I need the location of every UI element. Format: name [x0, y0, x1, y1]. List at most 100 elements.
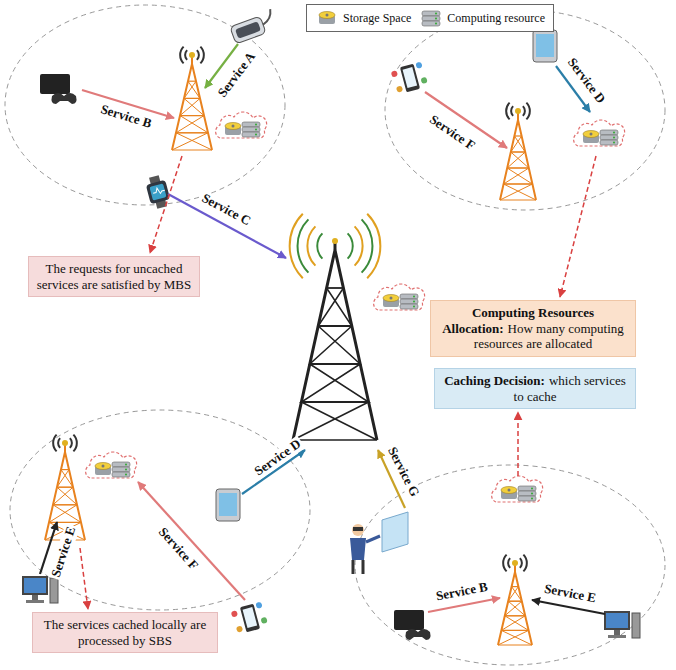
disk-top — [501, 487, 517, 494]
tower-part — [504, 183, 533, 184]
signal-arc — [197, 50, 199, 60]
tower-part — [53, 504, 77, 505]
computing-icon — [242, 122, 260, 137]
small-base-station — [498, 560, 532, 645]
console-part — [52, 93, 77, 104]
cloud-outline — [492, 476, 543, 502]
tower-part — [327, 287, 344, 289]
phone-part — [255, 602, 262, 609]
tower-part — [180, 98, 204, 115]
tower-part — [512, 560, 518, 566]
server-slab — [242, 122, 260, 127]
signal-arc — [73, 435, 76, 452]
tower-part — [318, 288, 352, 326]
leader-arrow — [80, 548, 88, 609]
vr-headset-icon — [229, 9, 278, 44]
watch-part — [149, 175, 167, 208]
callout-box: The services cached locally are processe… — [32, 612, 218, 653]
server-led — [435, 13, 437, 15]
phone-part — [396, 85, 403, 92]
signal-arc — [180, 47, 183, 64]
server-led — [435, 18, 437, 20]
console-part — [40, 74, 70, 94]
tower-part — [184, 98, 200, 99]
server-slab — [600, 130, 618, 135]
service-label: Service C — [197, 190, 254, 230]
tower-part — [184, 81, 200, 98]
server-slab — [600, 140, 618, 145]
server-slab — [422, 11, 440, 16]
tower-part — [310, 363, 360, 365]
tower-part — [172, 64, 212, 150]
tower-part — [508, 601, 522, 602]
cell-boundary — [5, 5, 285, 205]
signal-arc — [348, 233, 353, 258]
server-led — [255, 124, 257, 126]
callout-text: Caching Decision: — [444, 373, 545, 388]
service-label: Service F — [425, 111, 479, 154]
server-led — [613, 132, 615, 134]
tower-part — [57, 470, 73, 488]
callout-box: The requests for uncached services are s… — [28, 256, 200, 297]
computer-part — [22, 576, 48, 595]
resource-cloud — [86, 452, 137, 478]
disk-top — [383, 295, 399, 302]
computer-part — [614, 630, 620, 635]
legend-box: Storage SpaceComputing resource — [306, 4, 554, 32]
tower-part — [507, 152, 529, 168]
cloud-outline — [86, 452, 137, 478]
disk-hole — [102, 465, 105, 468]
tower-part — [501, 616, 528, 631]
computer-part — [604, 611, 630, 630]
vr-user-part — [382, 512, 408, 552]
signal-arc — [503, 555, 506, 572]
server-led — [125, 474, 127, 476]
watch-part — [149, 183, 166, 200]
server-slab — [112, 467, 130, 472]
phone-part — [400, 64, 420, 93]
disk-top — [319, 12, 335, 19]
leader-arrow — [150, 156, 182, 253]
phone-part — [391, 70, 398, 77]
vr-user-part — [366, 536, 380, 542]
headset-part — [235, 21, 261, 39]
phone-part — [231, 610, 238, 617]
signal-arc — [53, 435, 56, 452]
server-slab — [422, 21, 440, 26]
server-slab — [600, 135, 618, 140]
server-led — [435, 23, 437, 25]
disk-top — [95, 463, 111, 470]
phone-part — [403, 67, 418, 88]
server-slab — [518, 496, 536, 501]
tower-part — [180, 115, 204, 116]
watch-part — [152, 186, 165, 195]
tablet-part — [533, 30, 557, 62]
signal-arc — [520, 558, 522, 568]
server-led — [613, 142, 615, 144]
headset-part — [230, 16, 266, 44]
phone-part — [240, 604, 260, 633]
computing-icon — [112, 462, 130, 477]
server-slab — [112, 462, 130, 467]
tower-part — [512, 586, 519, 587]
signal-arc — [355, 226, 363, 265]
tower-part — [508, 587, 522, 602]
signal-arc — [200, 47, 203, 64]
server-slab — [242, 127, 260, 132]
computing-icon — [400, 294, 418, 309]
server-led — [255, 134, 257, 136]
tower-part — [301, 401, 368, 403]
computing-legend-icon — [419, 8, 443, 28]
signal-arc — [70, 438, 72, 448]
computer-part — [632, 613, 640, 638]
server-slab — [242, 132, 260, 137]
server-slab — [518, 491, 536, 496]
vr-user-part — [353, 560, 363, 574]
tablet-part — [536, 34, 554, 57]
leader-arrow — [560, 156, 596, 297]
resource-cloud — [492, 476, 543, 502]
tower-part — [505, 601, 525, 616]
tower-part — [500, 120, 536, 200]
computer-part — [608, 635, 626, 638]
